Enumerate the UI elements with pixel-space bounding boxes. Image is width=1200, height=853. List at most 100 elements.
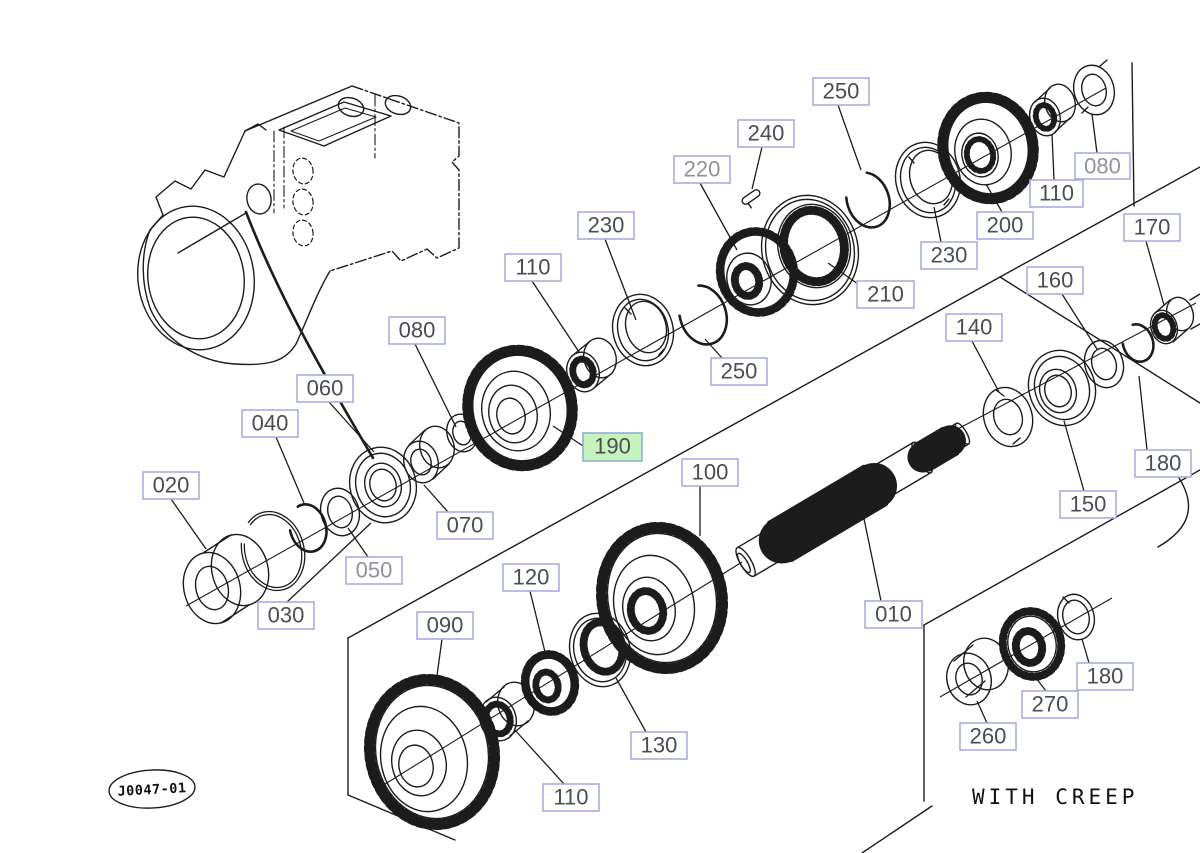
part-label-box-180c[interactable]: [1076, 662, 1134, 691]
part-label-130[interactable]: 130: [630, 731, 688, 760]
part-label-text-080: 080: [399, 318, 436, 343]
part-label-text-150: 150: [1070, 492, 1107, 517]
part-label-text-190: 190: [594, 434, 631, 459]
part-label-box-060[interactable]: [296, 374, 354, 403]
part-label-240[interactable]: 240: [737, 119, 795, 148]
part-label-text-210: 210: [867, 282, 904, 307]
part-label-080[interactable]: 080: [388, 316, 446, 345]
part-label-text-100: 100: [692, 460, 729, 485]
part-label-box-110[interactable]: [504, 253, 562, 282]
part-label-110tr[interactable]: 110: [1029, 179, 1084, 208]
part-label-230[interactable]: 230: [577, 211, 635, 240]
part-label-box-240[interactable]: [737, 119, 795, 148]
part-label-070[interactable]: 070: [436, 511, 494, 540]
part-label-090[interactable]: 090: [416, 611, 474, 640]
part-label-050[interactable]: 050: [345, 556, 403, 585]
part-label-box-190[interactable]: [582, 432, 643, 462]
part-label-box-180r[interactable]: [1134, 449, 1192, 478]
housing-body-outline: [329, 85, 460, 272]
part-gear-270: [998, 607, 1066, 681]
part-label-100[interactable]: 100: [681, 458, 739, 487]
leader-line-020: [170, 498, 207, 550]
part-snap-wire-ring-030: [240, 510, 306, 592]
part-label-box-250m[interactable]: [710, 357, 768, 386]
part-label-250m[interactable]: 250: [710, 357, 768, 386]
part-label-190[interactable]: 190: [582, 432, 643, 462]
part-label-text-230: 230: [588, 213, 625, 238]
part-label-box-010[interactable]: [864, 600, 923, 629]
part-label-040[interactable]: 040: [241, 409, 299, 438]
part-label-text-180c: 180: [1087, 664, 1124, 689]
part-label-box-110b[interactable]: [542, 783, 600, 812]
part-label-010[interactable]: 010: [864, 600, 923, 629]
housing-bolt-hole-2: [292, 188, 314, 216]
housing-bore-outer: [136, 205, 256, 351]
stamp-text: J0047-01: [117, 780, 187, 800]
part-label-110b[interactable]: 110: [542, 783, 600, 812]
part-label-box-030[interactable]: [257, 601, 315, 630]
part-label-box-230[interactable]: [577, 211, 635, 240]
part-label-box-270[interactable]: [1021, 690, 1079, 719]
part-label-180c[interactable]: 180: [1076, 662, 1134, 691]
housing-roof-hole-2: [384, 94, 412, 116]
part-label-text-120: 120: [513, 565, 550, 590]
part-label-box-090[interactable]: [416, 611, 474, 640]
part-label-text-080tr: 080: [1084, 154, 1121, 179]
leader-line-130: [615, 677, 647, 733]
part-label-060[interactable]: 060: [296, 374, 354, 403]
part-label-text-140: 140: [956, 315, 993, 340]
part-splined-bushing-110: [566, 337, 617, 393]
part-label-box-160[interactable]: [1026, 266, 1084, 295]
part-label-box-040[interactable]: [241, 409, 299, 438]
part-label-box-150[interactable]: [1059, 490, 1117, 519]
right-shaft-assembly: [982, 293, 1200, 448]
part-label-box-200[interactable]: [976, 211, 1034, 240]
part-label-box-080tr[interactable]: [1074, 152, 1131, 180]
part-label-150[interactable]: 150: [1059, 490, 1117, 519]
part-label-140[interactable]: 140: [945, 313, 1003, 342]
right-panel-vertical-edge: [1131, 62, 1135, 207]
part-label-230r[interactable]: 230: [920, 241, 978, 270]
part-label-box-130[interactable]: [630, 731, 688, 760]
part-label-box-250t[interactable]: [812, 77, 870, 106]
part-label-box-050[interactable]: [345, 556, 403, 585]
part-label-030[interactable]: 030: [257, 601, 315, 630]
part-label-box-100[interactable]: [681, 458, 739, 487]
part-label-box-020[interactable]: [142, 471, 200, 500]
leader-line-050: [347, 527, 369, 558]
part-label-box-260[interactable]: [959, 722, 1017, 751]
part-label-text-130: 130: [641, 733, 678, 758]
leader-line-060: [328, 401, 375, 453]
part-label-box-210[interactable]: [856, 280, 915, 309]
part-label-box-230r[interactable]: [920, 241, 978, 270]
part-label-box-140[interactable]: [945, 313, 1003, 342]
leader-line-220: [699, 182, 738, 251]
part-label-200[interactable]: 200: [976, 211, 1034, 240]
part-label-box-220[interactable]: [673, 155, 731, 184]
part-label-260[interactable]: 260: [959, 722, 1017, 751]
part-label-box-110tr[interactable]: [1029, 179, 1084, 208]
part-label-220[interactable]: 220: [673, 155, 731, 184]
part-label-160[interactable]: 160: [1026, 266, 1084, 295]
housing-locator-curve: [244, 210, 375, 460]
part-label-120[interactable]: 120: [502, 563, 560, 592]
part-synchro-ring-230: [611, 293, 675, 367]
part-label-080tr[interactable]: 080: [1074, 152, 1131, 180]
leader-line-240: [751, 146, 763, 190]
part-label-250t[interactable]: 250: [812, 77, 870, 106]
part-label-270[interactable]: 270: [1021, 690, 1079, 719]
part-gear-hub-220: [715, 227, 799, 317]
part-label-text-070: 070: [447, 513, 484, 538]
housing-inner-wall-lines: [273, 126, 285, 214]
part-bearing-060: [348, 446, 418, 524]
part-label-box-070[interactable]: [436, 511, 494, 540]
part-label-box-080[interactable]: [388, 316, 446, 345]
part-label-170[interactable]: 170: [1123, 213, 1181, 242]
part-label-020[interactable]: 020: [142, 471, 200, 500]
part-label-box-170[interactable]: [1123, 213, 1181, 242]
part-label-180r[interactable]: 180: [1134, 449, 1192, 478]
part-label-110[interactable]: 110: [504, 253, 562, 282]
part-label-210[interactable]: 210: [856, 280, 915, 309]
right-edge-arc: [1157, 477, 1190, 548]
part-label-box-120[interactable]: [502, 563, 560, 592]
